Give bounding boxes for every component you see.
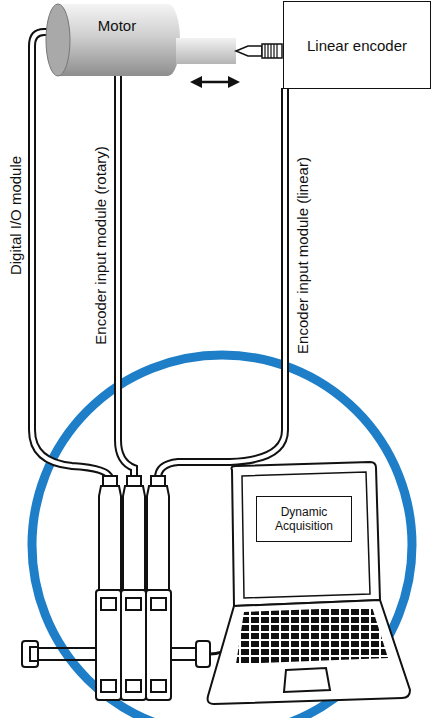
node-text: Dynamic Acquisition bbox=[262, 505, 346, 533]
system-ring bbox=[32, 355, 412, 718]
motor-body bbox=[46, 4, 236, 76]
laptop bbox=[208, 462, 410, 704]
cable-label: Encoder input module (linear) bbox=[294, 157, 311, 354]
cable-label: Encoder input module (rotary) bbox=[92, 146, 109, 344]
node-text: Linear encoder bbox=[307, 37, 407, 54]
node-text: Motor bbox=[98, 17, 136, 34]
screen-box: Dynamic Acquisition bbox=[256, 496, 352, 542]
motor-node: Motor bbox=[72, 10, 162, 40]
encoder-box: Linear encoder bbox=[283, 1, 431, 89]
cables bbox=[32, 32, 285, 478]
encoder-probe bbox=[236, 44, 282, 58]
modules bbox=[96, 476, 171, 700]
cable-label: Digital I/O module bbox=[7, 156, 24, 275]
motion-arrow bbox=[190, 76, 240, 88]
